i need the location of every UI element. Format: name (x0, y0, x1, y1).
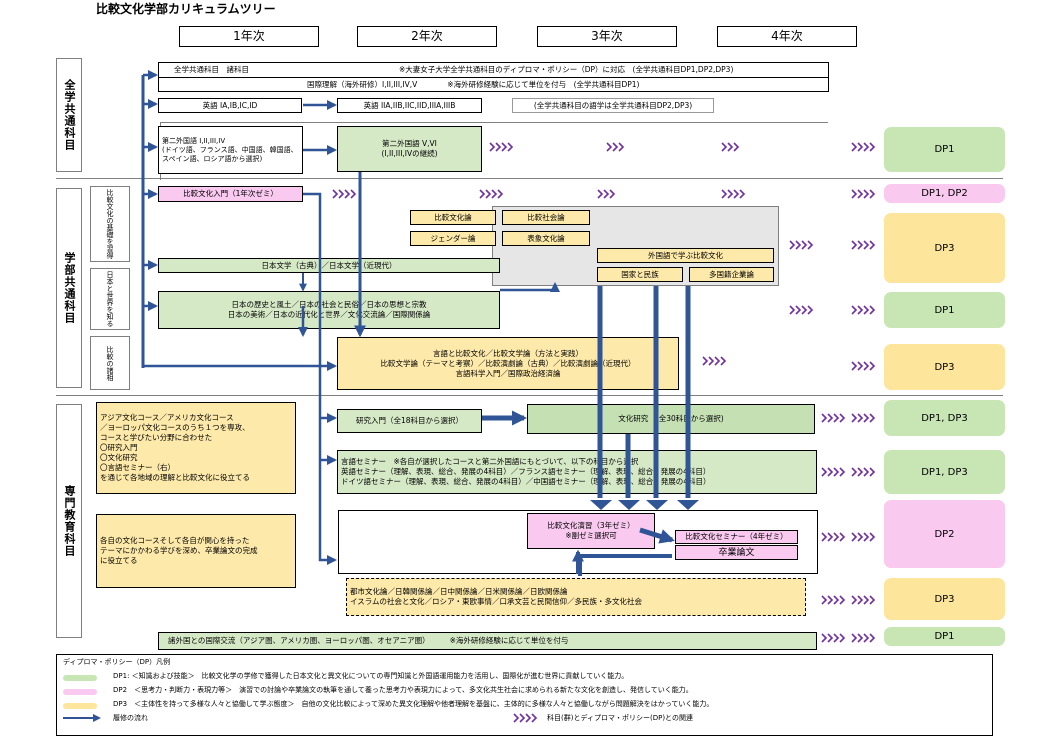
category-faculty: 学部共通科目 (56, 188, 82, 388)
japan-history-society: 日本の歴史と風土／日本の社会と民俗／日本の思想と宗教 日本の美術／日本の近代化と… (158, 291, 500, 329)
flow-arrow (303, 192, 337, 565)
general-subjects-row: 全学共通科目 諸科目 ※大妻女子大学全学共通科目のディプロマ・ポリシー（DP）に… (158, 62, 829, 78)
legend-relation: 科目(群)とディプロマ・ポリシー(DP)との関連 (547, 714, 693, 722)
dp-box-seminar: DP1, DP3 (884, 450, 1005, 494)
dp-box-japan: DP1 (884, 292, 1005, 328)
second-language-2: 第二外国語 V,VI (I,II,III,IVの継続) (337, 126, 482, 172)
legend-chevron-icon (513, 713, 538, 723)
course-gender: ジェンダー論 (410, 231, 496, 246)
course-description: アジア文化コース／アメリカ文化コース ／ヨーロッパ文化コースのうち１つを専攻、 … (96, 402, 296, 494)
flow-arrowhead (646, 500, 668, 510)
general-subjects-note: ※大妻女子大学全学共通科目のディプロマ・ポリシー（DP）に対応 (全学共通科目D… (399, 65, 734, 74)
course-representation: 表象文化論 (502, 231, 590, 246)
legend-dp1: DP1: ＜知識および技能＞ 比較文化学の学修で獲得した日本文化と異文化について… (113, 672, 629, 680)
dp-box-comparative: DP3 (884, 213, 1005, 283)
subcategory-japan-world: 日本と世界を知る (90, 268, 130, 330)
subcategory-method: 比較の諸相 (90, 336, 130, 390)
year-3-header: 3年次 (537, 26, 677, 47)
subcategory-basics: 比較文化の基礎を習得 (90, 186, 130, 262)
flow-line (578, 554, 672, 576)
course-foreign-language: 外国語で学ぶ比較文化 (597, 248, 774, 263)
language-comparative-literature: 言語と比較文化／比較文学論（方法と実践） 比較文学論（テーマと考察）／比較演劇論… (337, 337, 679, 390)
language-seminar: 言語セミナー ※各自が選択したコースと第二外国語にもとづいて、以下の科目から選択… (337, 450, 817, 494)
general-subjects-label: 全学共通科目 諸科目 (174, 65, 249, 74)
dp-box-regional: DP3 (884, 578, 1005, 620)
seminar-3rd-year: 比較文化演習（3年ゼミ） ※副ゼミ選択可 (527, 513, 655, 549)
dp-box-common-lang: DP1 (884, 127, 1005, 172)
second-language-1: 第二外国語 I,II,III,IV (ドイツ語、フランス語、中国語、韓国語、 ス… (158, 126, 303, 174)
seminar-4th-year: 比較文化セミナー（4年ゼミ） (675, 530, 798, 544)
chevron-row-3 (789, 240, 876, 250)
chevron-row-10 (821, 633, 876, 643)
overseas-training-label: 国際理解（海外研修）I,II,III,IV,V (307, 79, 418, 89)
legend-dp3: DP3 ＜主体性を持って多様な人々と協働して学ぶ態度＞ 自他の文化比較によって深… (113, 700, 714, 708)
legend-dp2: DP2 ＜思考力・判断力・表現力等＞ 演習での討論や卒業論文の執筆を通して養った… (113, 686, 693, 694)
flow-arrow-seminar (639, 527, 675, 544)
category-common: 全学共通科目 (56, 58, 82, 172)
chevron-row-4 (789, 305, 876, 315)
thesis-description: 各自の文化コースそして各自が関心を持った テーマにかかわる学びを深め、卒業論文の… (96, 514, 296, 588)
international-exchange: 諸外国との国際交流（アジア圏、アメリカ圏、ヨーロッパ圏、オセアニア圏） (168, 636, 430, 645)
category-major: 専門教育科目 (56, 404, 82, 638)
overseas-training-row: 国際理解（海外研修）I,II,III,IV,V ※海外研修経験に応じて単位を付与… (158, 78, 829, 92)
legend-swatch-dp1 (63, 675, 97, 681)
dp-box-research: DP1, DP3 (884, 400, 1005, 436)
year-1-header: 1年次 (179, 26, 319, 47)
section-divider (56, 178, 1003, 179)
chevron-row-2 (332, 189, 876, 199)
dp-box-intro: DP1, DP2 (884, 184, 1005, 203)
research-intro: 研究入門（全18科目から選択） (337, 409, 482, 433)
english-1: 英語 IA,IB,IC,ID (158, 98, 302, 113)
section-divider (56, 395, 1003, 396)
chevron-row-8 (821, 532, 876, 542)
course-nation: 国家と民族 (597, 267, 683, 282)
graduation-thesis: 卒業論文 (675, 545, 798, 560)
english-2: 英語 IIA,IIB,IIC,IID,IIIA,IIIB (337, 98, 482, 113)
legend-title: ディプロマ・ポリシー（DP）凡例 (63, 658, 171, 666)
chevron-row-5 (702, 356, 876, 371)
flow-arrowhead (590, 500, 612, 510)
flow-arrows (141, 70, 699, 576)
legend-swatch-dp3 (63, 703, 97, 709)
chevron-row-6 (821, 413, 876, 423)
year-4-header: 4年次 (717, 26, 857, 47)
japanese-literature: 日本文学（古典）／日本文学（近現代） (158, 258, 500, 273)
chevron-row-1 (489, 142, 876, 152)
international-exchange-row: 諸外国との国際交流（アジア圏、アメリカ圏、ヨーロッパ圏、オセアニア圏） ※海外研… (158, 632, 817, 650)
page-title: 比較文化学部カリキュラムツリー (96, 2, 276, 16)
legend-box: ディプロマ・ポリシー（DP）凡例 DP1: ＜知識および技能＞ 比較文化学の学修… (56, 654, 993, 736)
course-comparative-culture: 比較文化論 (410, 210, 496, 225)
dp-relation-chevrons (332, 142, 876, 643)
legend-flow-arrow-icon (63, 714, 101, 722)
course-comparative-society: 比較社会論 (502, 210, 590, 225)
course-multinational: 多国籍企業論 (689, 267, 774, 282)
flow-arrow (500, 282, 560, 292)
comparative-culture-intro: 比較文化入門（1年次ゼミ） (158, 186, 303, 202)
dp-box-exchange: DP1 (884, 627, 1005, 646)
legend-swatch-dp2 (63, 689, 97, 695)
chevron-row-9 (821, 595, 876, 605)
international-exchange-note: ※海外研修経験に応じて単位を付与 (449, 636, 569, 645)
dp-box-language: DP3 (884, 344, 1005, 390)
flow-arrowhead (677, 500, 699, 510)
chevron-row-7 (821, 467, 876, 477)
year-2-header: 2年次 (357, 26, 497, 47)
flow-arrowhead (618, 500, 640, 510)
overseas-training-note: ※海外研修経験に応じて単位を付与 (全学共通科目DP1) (447, 79, 640, 89)
regional-studies: 都市文化論／日韓関係論／日中関係論／日米関係論／日欧関係論 イスラムの社会と文化… (346, 578, 806, 616)
dp-box-thesis: DP2 (884, 500, 1005, 568)
legend-flow: 履修の流れ (113, 714, 148, 722)
english-note: (全学共通科目の語学は全学共通科目DP2,DP3) (512, 98, 714, 113)
